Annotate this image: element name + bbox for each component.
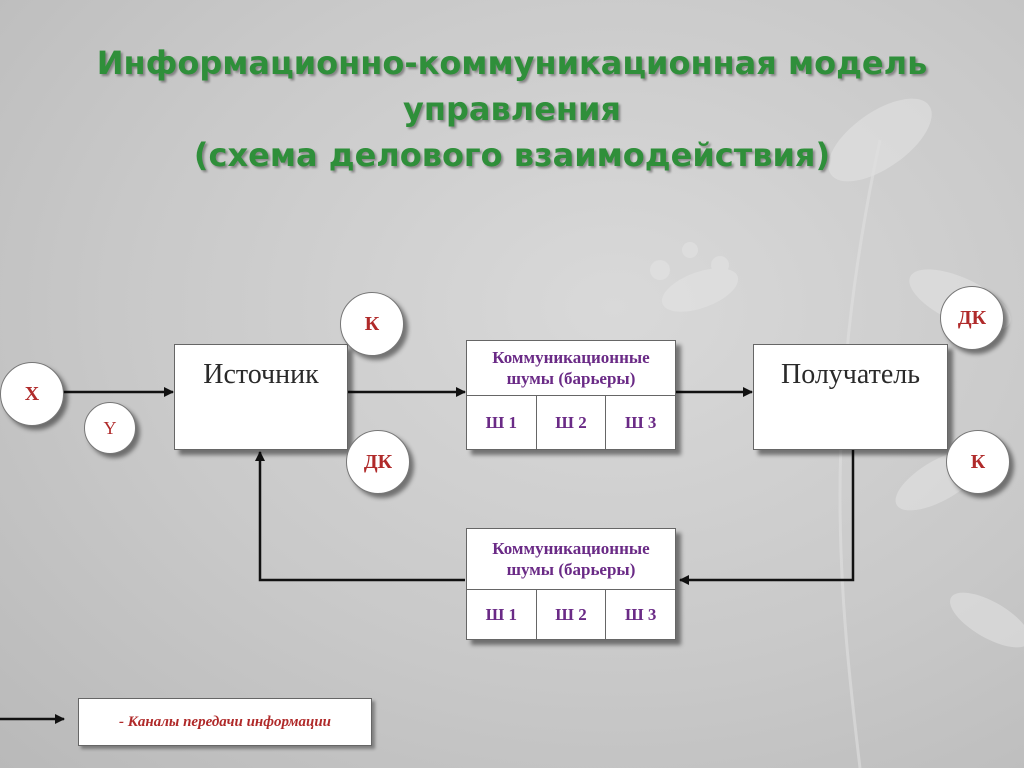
source-label: Источник: [203, 359, 319, 390]
noise-top-cell-2: Ш 2: [535, 396, 606, 449]
noise-top-label-line2: шумы (барьеры): [506, 369, 636, 388]
legend-text: - Каналы передачи информации: [118, 713, 332, 730]
title-line-3: (схема делового взаимодействия): [193, 136, 831, 174]
title-line-2: управления: [403, 90, 621, 128]
circle-x: Х: [0, 362, 64, 426]
circle-y: Y: [84, 402, 136, 454]
receiver-box: Получатель: [753, 344, 948, 450]
noise-top-cell-3: Ш 3: [605, 396, 675, 449]
noise-box-bottom: Коммуникационные шумы (барьеры) Ш 1 Ш 2 …: [466, 528, 676, 640]
noise-bottom-label-line2: шумы (барьеры): [506, 560, 636, 579]
circle-k-receiver: К: [946, 430, 1010, 494]
title-line-1: Информационно-коммуникационная модель: [96, 44, 928, 82]
noise-bottom-cells: Ш 1 Ш 2 Ш 3: [467, 590, 675, 639]
feedback-line-to-source: [255, 451, 465, 582]
circle-dk-source: ДК: [346, 430, 410, 494]
noise-box-top: Коммуникационные шумы (барьеры) Ш 1 Ш 2 …: [466, 340, 676, 450]
page-title: Информационно-коммуникационная модель уп…: [0, 40, 1024, 178]
noise-bottom-label-line1: Коммуникационные: [492, 539, 650, 558]
feedback-line-receiver-down: [679, 449, 855, 585]
noise-bottom-cell-1: Ш 1: [485, 604, 518, 624]
noise-top-label-line1: Коммуникационные: [492, 348, 650, 367]
circle-dk-receiver: ДК: [940, 286, 1004, 350]
noise-top-cell-1: Ш 1: [485, 412, 518, 432]
noise-top-label: Коммуникационные шумы (барьеры): [467, 341, 675, 396]
noise-bottom-label: Коммуникационные шумы (барьеры): [467, 529, 675, 590]
legend-box: - Каналы передачи информации: [78, 698, 372, 746]
source-box: Источник: [174, 344, 348, 450]
noise-bottom-cell-3: Ш 3: [605, 590, 675, 639]
circle-k-source: К: [340, 292, 404, 356]
receiver-label: Получатель: [780, 359, 920, 390]
noise-top-cells: Ш 1 Ш 2 Ш 3: [467, 396, 675, 449]
noise-bottom-cell-2: Ш 2: [535, 590, 606, 639]
